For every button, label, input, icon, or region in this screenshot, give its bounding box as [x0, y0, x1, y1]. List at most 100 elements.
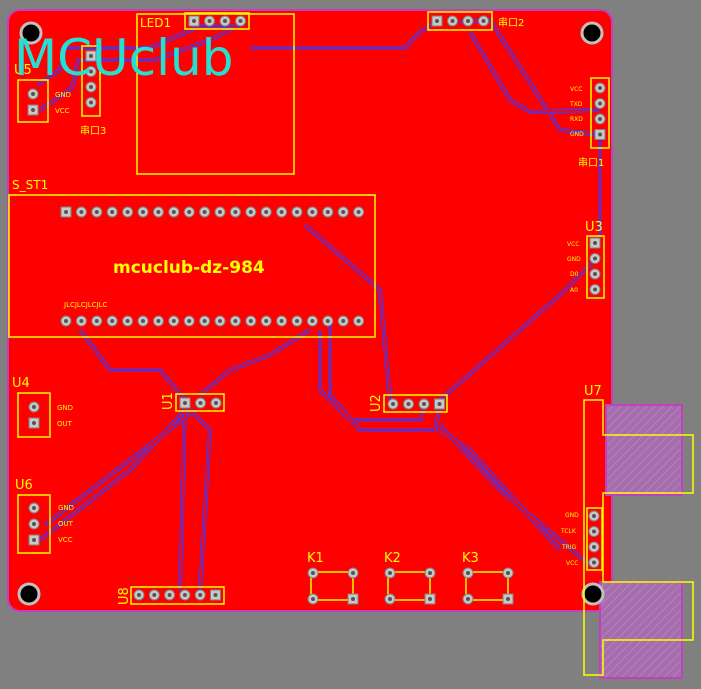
- u8-pad-6-hole: [213, 593, 218, 597]
- u7-pad-4-hole: [592, 560, 596, 565]
- led1-label: LED1: [140, 16, 171, 30]
- s-st1-top-pad-18-hole: [325, 210, 330, 214]
- pads-layer: [27, 15, 606, 605]
- s-st1-bottom-pad-10-hole: [202, 319, 207, 323]
- port2-pad-2-hole: [450, 19, 455, 23]
- s-st1-top-pad-10-hole: [202, 210, 207, 214]
- s-st1-bottom-pad-20-hole: [356, 319, 361, 323]
- s-st1-bottom-pad-4-hole: [110, 319, 115, 323]
- s-st1-bottom-pad-17-hole: [310, 319, 315, 323]
- s-st1-top-pad-19-hole: [341, 210, 346, 214]
- s-st1-bottom-pad-12-hole: [233, 319, 238, 323]
- port2-pad-3-hole: [466, 19, 470, 23]
- s-st1-bottom-pad-15-hole: [279, 319, 284, 323]
- u2-label: U2: [369, 394, 384, 412]
- k1-label: K1: [307, 551, 324, 566]
- u8-pad-4-hole: [182, 593, 187, 597]
- u5-body: [17, 79, 49, 123]
- port1-pad-1-hole: [598, 86, 602, 90]
- s-st1-top-pad-13-hole: [248, 210, 253, 214]
- u7-keepout-upper: [605, 404, 683, 496]
- port1-pin-txd: TXD: [569, 101, 583, 108]
- s-st1-bottom-pad-5-hole: [125, 319, 130, 323]
- k1-pad-1-hole: [311, 571, 315, 575]
- u6-pin-gnd: GND: [58, 504, 74, 512]
- port1-pad-2-hole: [598, 101, 602, 106]
- u3-pad-4-hole: [593, 287, 597, 292]
- port1-pin-vcc: VCC: [570, 86, 582, 93]
- k3-body[interactable]: [465, 571, 509, 601]
- port2-pad-4-hole: [481, 19, 486, 23]
- u5-pad-2-hole: [31, 108, 35, 112]
- mcuclub-logo: MCUclub: [14, 29, 233, 87]
- u1-pad-3-hole: [214, 401, 218, 405]
- board-outline: [7, 9, 613, 612]
- u8-label: U8: [117, 587, 132, 605]
- u7-header: [586, 507, 603, 571]
- board-title: mcuclub-dz-984: [113, 258, 265, 278]
- u3-pad-2-hole: [593, 256, 597, 261]
- s-st1-top-pad-4-hole: [110, 210, 115, 214]
- s-st1-bottom-pad-3-hole: [94, 319, 99, 323]
- mounting-holes: [17, 21, 605, 606]
- s-st1-top-pad-2-hole: [79, 210, 84, 214]
- traces-fill: [36, 19, 601, 591]
- u4-pin-out: OUT: [57, 420, 73, 428]
- u4-pad-2-hole: [32, 421, 36, 425]
- u1-header: [175, 393, 225, 412]
- u3-pin-vcc: VCC: [567, 241, 579, 248]
- k2-pad-4-hole: [428, 597, 432, 601]
- s-st1-bottom-pad-18-hole: [325, 319, 330, 323]
- u6-body: [17, 494, 51, 554]
- k1-pad-3-hole: [311, 597, 315, 601]
- u3-pin-d0: D0: [570, 271, 579, 278]
- u7-label: U7: [584, 384, 602, 399]
- u5-label: U5: [14, 63, 32, 78]
- port2-pad-1-hole: [435, 19, 439, 23]
- port3-pad-4-hole: [89, 100, 93, 105]
- s-st1-bottom-pad-14-hole: [264, 319, 269, 323]
- s-st1-bottom-pad-2-hole: [79, 319, 84, 323]
- port3-label: 串口3: [80, 125, 106, 137]
- k3-label: K3: [462, 551, 479, 566]
- s-st1-bottom-pad-16-hole: [295, 319, 299, 323]
- u1-label: U1: [161, 392, 176, 410]
- led1-pad-4-hole: [238, 19, 243, 23]
- s-st1-bottom-pad-13-hole: [248, 319, 253, 323]
- port2-header: [427, 11, 493, 31]
- u6-pad-1-hole: [32, 506, 36, 510]
- s-st1-outline: [8, 194, 376, 338]
- u4-label: U4: [12, 376, 30, 391]
- u3-pad-3-hole: [593, 272, 597, 276]
- k2-pad-2-hole: [428, 571, 432, 575]
- s-st1-bottom-pad-8-hole: [171, 319, 176, 323]
- s-st1-top-pad-1-hole: [64, 210, 68, 214]
- u3-pad-1-hole: [593, 241, 597, 245]
- port3-pad-1-hole: [89, 54, 93, 58]
- k2-pad-3-hole: [388, 597, 392, 601]
- k3-pad-4-hole: [506, 597, 510, 601]
- k3-pad-1-hole: [466, 571, 470, 575]
- u7-pad-1-hole: [592, 514, 596, 518]
- port3-header: [81, 45, 101, 117]
- s-st1-top-pad-11-hole: [218, 210, 222, 214]
- s-st1-top-pad-14-hole: [264, 210, 269, 214]
- u3-pin-gnd: GND: [567, 256, 581, 263]
- k2-body[interactable]: [387, 571, 431, 601]
- port1-pad-3-hole: [598, 117, 602, 121]
- k2-label: K2: [384, 551, 401, 566]
- u2-pad-4-hole: [437, 402, 442, 406]
- u8-pad-1-hole: [137, 593, 141, 597]
- u6-label: U6: [15, 478, 33, 493]
- u3-pin-a0: A0: [570, 287, 578, 294]
- k1-pad-2-hole: [351, 571, 355, 575]
- port1-label: 串口1: [578, 157, 604, 169]
- s-st1-top-pad-20-hole: [356, 210, 361, 214]
- u2-pad-2-hole: [406, 402, 411, 406]
- k1-body[interactable]: [310, 571, 354, 601]
- s-st1-top-pad-17-hole: [310, 210, 315, 214]
- u5-pad-1-hole: [31, 92, 35, 96]
- u8-header: [130, 586, 225, 605]
- u3-label: U3: [585, 220, 603, 235]
- u6-pin-vcc: VCC: [58, 536, 73, 544]
